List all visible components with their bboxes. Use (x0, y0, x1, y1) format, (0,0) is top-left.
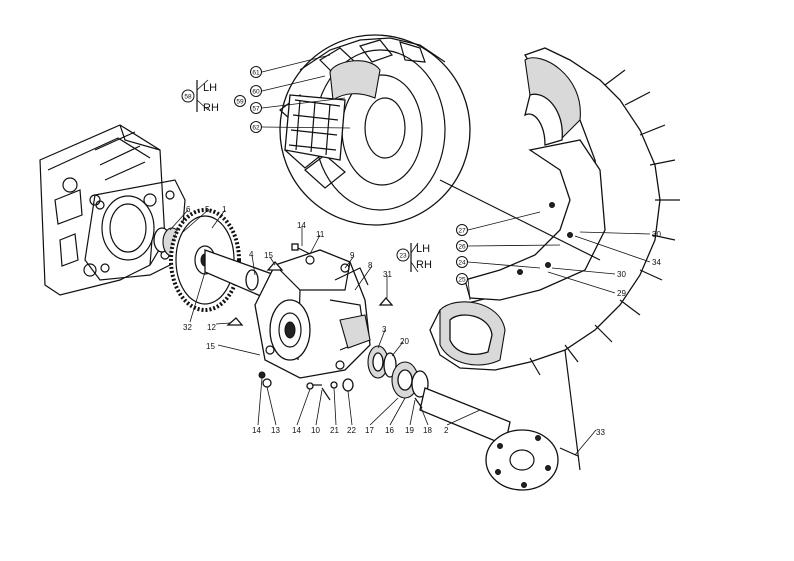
part-31: 31 (383, 270, 392, 279)
front-tire (279, 34, 471, 226)
part-16: 16 (385, 426, 394, 435)
ref-label: 60 (252, 89, 260, 96)
ref-label: 59 (236, 99, 244, 106)
part-18: 18 (423, 426, 432, 435)
part-20: 20 (400, 337, 409, 346)
part-9: 9 (350, 251, 355, 260)
rear-lh-label: LH (416, 243, 430, 255)
ref-label: 25 (458, 277, 466, 284)
part-22: 22 (347, 426, 356, 435)
leader-lines (169, 54, 651, 456)
part-30-bottom: 30 (617, 270, 626, 279)
ref-label: 24 (458, 260, 466, 267)
part-19: 19 (405, 426, 414, 435)
ref-label: 61 (252, 70, 260, 77)
rear-side-key: 23 LH RH (396, 243, 432, 272)
part-6: 6 (186, 205, 191, 214)
part-29: 29 (617, 289, 626, 298)
part-32: 32 (183, 323, 192, 332)
axle-shaft (419, 387, 579, 491)
part-1: 1 (222, 205, 227, 214)
part-14-a: 14 (252, 426, 261, 435)
part-12: 12 (207, 323, 216, 332)
part-13: 13 (271, 426, 280, 435)
engine-block (39, 124, 186, 296)
part-11: 11 (316, 230, 325, 239)
front-wheel-refs: 61 60 59 57 62 (234, 66, 262, 133)
part-4: 4 (249, 250, 254, 259)
ref-label: 57 (252, 106, 260, 113)
part-numbers: 1 5 6 4 32 14 11 15 9 8 31 12 15 3 20 14… (183, 205, 661, 437)
rear-wheel-refs: 27 26 24 25 (456, 224, 468, 285)
part-8: 8 (368, 261, 373, 270)
part-14-top: 14 (297, 221, 306, 230)
front-lh-label: LH (203, 82, 217, 94)
part-15-top: 15 (264, 251, 273, 260)
part-17: 17 (365, 426, 374, 435)
part-30-top: 30 (652, 230, 661, 239)
front-side-key: 58 LH RH (181, 80, 219, 114)
part-33: 33 (596, 428, 605, 437)
front-rh-label: RH (203, 102, 219, 114)
front-side-ref: 58 (184, 94, 192, 101)
part-2: 2 (444, 426, 449, 435)
rear-rh-label: RH (416, 259, 432, 271)
part-3: 3 (382, 325, 387, 334)
part-10: 10 (311, 426, 320, 435)
final-drive-housing (254, 249, 371, 379)
part-21: 21 (330, 426, 339, 435)
part-14-b: 14 (292, 426, 301, 435)
rear-side-ref: 23 (399, 253, 407, 260)
ref-label: 62 (252, 125, 260, 132)
part-5: 5 (205, 205, 210, 214)
part-15-bottom: 15 (206, 342, 215, 351)
ref-label: 26 (458, 244, 466, 251)
ref-label: 27 (458, 228, 466, 235)
part-34: 34 (652, 258, 661, 267)
